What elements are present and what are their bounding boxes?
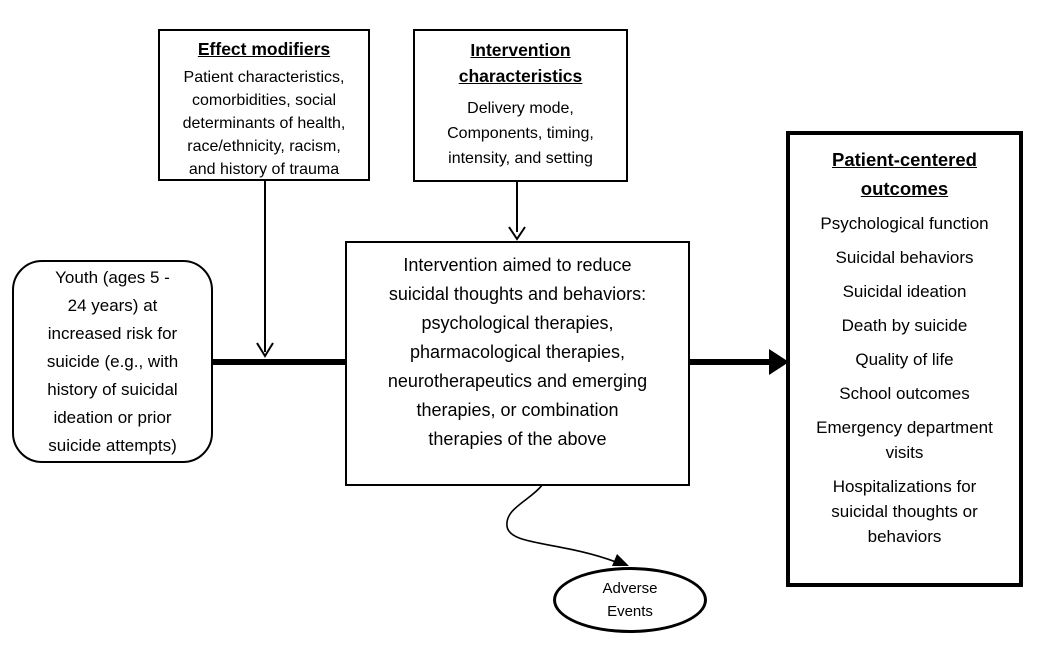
patient-centered-outcomes-box: Patient-centered outcomes Psychological …: [786, 131, 1023, 587]
outcome-item: Quality of life: [855, 350, 954, 369]
outcome-item: Death by suicide: [841, 316, 968, 335]
intervention-text: Intervention aimed to reduce suicidal th…: [387, 255, 648, 449]
effect-modifiers-arrowhead-icon: [256, 342, 274, 358]
intervention-characteristics-title: Intervention characteristics: [458, 40, 583, 86]
intervention-characteristics-body: Delivery mode, Components, timing, inten…: [447, 100, 594, 167]
intervention-characteristics-box: Intervention characteristics Delivery mo…: [413, 29, 628, 182]
adverse-events-ellipse: Adverse Events: [553, 567, 707, 633]
outcomes-list: Psychological function Suicidal behavior…: [790, 211, 1019, 549]
adverse-events-text: Adverse Events: [602, 580, 658, 620]
outcome-item: Suicidal ideation: [842, 282, 967, 301]
population-text: Youth (ages 5 - 24 years) at increased r…: [46, 267, 179, 455]
outcome-item: Suicidal behaviors: [835, 248, 974, 267]
intervention-box: Intervention aimed to reduce suicidal th…: [345, 241, 690, 486]
effect-modifiers-body: Patient characteristics, comorbidities, …: [182, 69, 346, 178]
outcome-item: Hospitalizations for suicidal thoughts o…: [831, 477, 978, 546]
patient-centered-outcomes-title: Patient-centered outcomes: [832, 149, 977, 199]
effect-modifiers-box: Effect modifiers Patient characteristics…: [158, 29, 370, 181]
effect-modifiers-title: Effect modifiers: [197, 39, 331, 59]
population-box: Youth (ages 5 - 24 years) at increased r…: [12, 260, 213, 463]
outcome-item: School outcomes: [839, 384, 970, 403]
outcome-item: Psychological function: [820, 214, 989, 233]
adverse-events-arrowhead-icon: [612, 554, 629, 566]
adverse-events-arrow-curve: [506, 483, 617, 563]
outcome-item: Emergency department visits: [816, 418, 993, 462]
intervention-characteristics-arrowhead-icon: [508, 226, 526, 241]
